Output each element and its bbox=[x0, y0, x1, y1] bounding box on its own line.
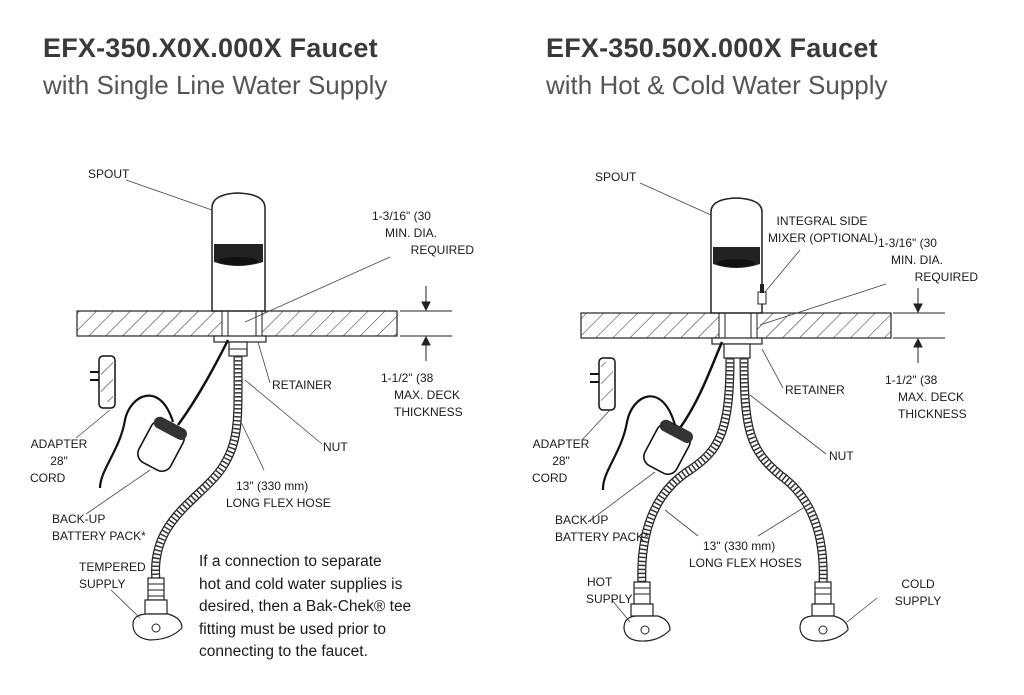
left-subtitle: with Single Line Water Supply bbox=[43, 70, 388, 100]
right-battery-pack bbox=[643, 419, 693, 476]
right-drawing bbox=[580, 182, 945, 642]
left-retainer-label: RETAINER bbox=[272, 378, 332, 392]
left-hose-label: 13" (330 mm) LONG FLEX HOSE bbox=[226, 479, 331, 510]
right-retainer bbox=[711, 337, 763, 345]
right-adapter bbox=[590, 357, 616, 411]
left-supply-valve bbox=[132, 577, 183, 641]
left-supply-label: TEMPERED SUPPLY bbox=[79, 560, 146, 591]
left-hole-label: 1-3/16" (30 MIN. DIA. REQUIRED bbox=[372, 209, 474, 257]
right-spout-label: SPOUT bbox=[595, 170, 637, 184]
right-battery-label: BACK-UP BATTERY PACK* bbox=[555, 513, 649, 544]
right-cold-label: COLD SUPPLY bbox=[894, 577, 942, 608]
left-spout-label: SPOUT bbox=[88, 167, 130, 181]
right-leader-lines bbox=[581, 182, 887, 623]
left-nut-label: NUT bbox=[323, 440, 348, 454]
right-hot-label: HOT SUPPLY bbox=[586, 575, 633, 606]
left-leader-lines bbox=[75, 179, 391, 619]
left-adapter-label: ADAPTER 28" CORD bbox=[30, 437, 88, 485]
left-cable bbox=[176, 339, 230, 426]
left-spout bbox=[211, 192, 266, 312]
right-deck-label: 1-1/2" (38 MAX. DECK THICKNESS bbox=[885, 373, 967, 421]
right-hot-supply-valve bbox=[623, 581, 671, 642]
right-deck-dimension bbox=[893, 288, 945, 363]
right-adapter-label: ADAPTER 28" CORD bbox=[532, 437, 590, 485]
left-battery-label: BACK-UP BATTERY PACK* bbox=[52, 512, 146, 543]
right-side-mixer bbox=[757, 284, 767, 305]
left-retainer bbox=[213, 335, 267, 343]
left-title: EFX-350.X0X.000X Faucet bbox=[43, 33, 378, 63]
right-mixer-label: INTEGRAL SIDE MIXER (OPTIONAL) bbox=[768, 214, 879, 245]
right-flex-hoses bbox=[637, 357, 828, 586]
right-spout bbox=[710, 197, 763, 314]
right-retainer-label: RETAINER bbox=[785, 383, 845, 397]
right-nut-label: NUT bbox=[829, 449, 854, 463]
left-battery-pack bbox=[137, 416, 187, 473]
right-title: EFX-350.50X.000X Faucet bbox=[546, 33, 878, 63]
left-drawing bbox=[75, 179, 452, 641]
right-cable bbox=[678, 341, 724, 429]
left-adapter bbox=[90, 355, 116, 409]
right-subtitle: with Hot & Cold Water Supply bbox=[546, 70, 888, 100]
left-deck-label: 1-1/2" (38 MAX. DECK THICKNESS bbox=[381, 371, 463, 419]
left-deck-dimension bbox=[400, 286, 452, 361]
right-hole-label: 1-3/16" (30 MIN. DIA. REQUIRED bbox=[878, 236, 978, 284]
right-cold-supply-valve bbox=[799, 581, 849, 642]
right-nut bbox=[723, 343, 751, 359]
right-hose-label: 13" (330 mm) LONG FLEX HOSES bbox=[689, 539, 802, 570]
connection-note: If a connection to separate hot and cold… bbox=[199, 553, 412, 660]
